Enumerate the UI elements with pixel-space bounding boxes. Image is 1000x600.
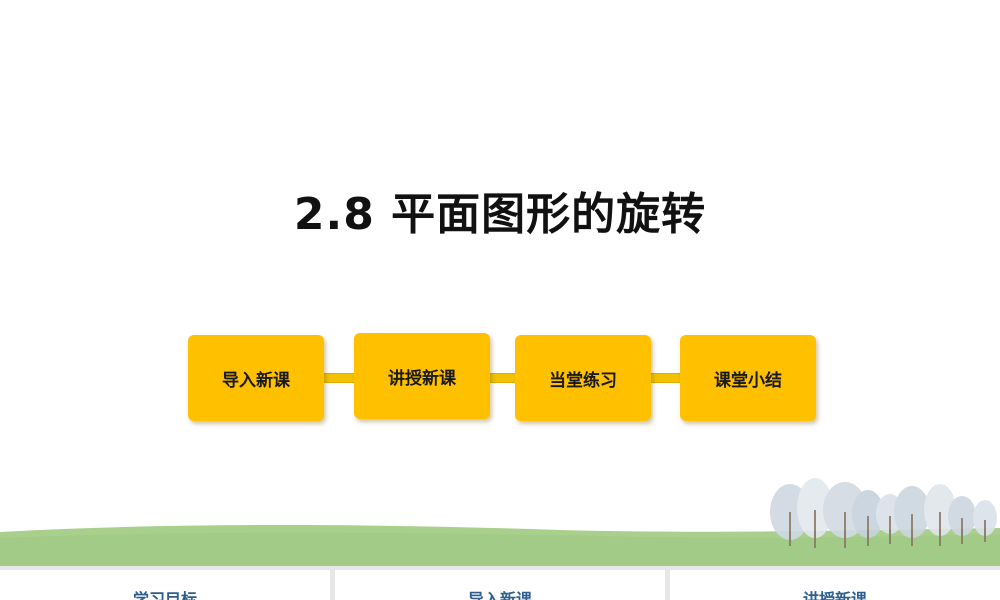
- nav-button-intro[interactable]: 导入新课: [188, 335, 324, 421]
- nav-button-label: 讲授新课: [388, 368, 456, 389]
- nav-button-summary[interactable]: 课堂小结: [680, 335, 816, 421]
- nav-button-lecture[interactable]: 讲授新课: [354, 333, 490, 419]
- nav-button-practice[interactable]: 当堂练习: [515, 335, 651, 421]
- nav-button-label: 当堂练习: [549, 370, 617, 391]
- tab-label: 学习目标: [132, 590, 197, 600]
- tab-label: 讲授新课: [802, 590, 867, 600]
- nav-button-label: 课堂小结: [714, 370, 782, 391]
- footer-tab-bar: 学习目标 导入新课 讲授新课: [0, 566, 1000, 600]
- tab-intro[interactable]: 导入新课: [335, 570, 665, 600]
- landscape-decoration: [0, 478, 1000, 570]
- tab-label: 导入新课: [467, 590, 532, 600]
- nav-button-label: 导入新课: [222, 370, 290, 391]
- tab-lecture[interactable]: 讲授新课: [670, 570, 1000, 600]
- slide-title: 2.8 平面图形的旋转: [293, 189, 707, 240]
- tab-learning-goals[interactable]: 学习目标: [0, 570, 330, 600]
- tree-group-icon: [770, 478, 997, 548]
